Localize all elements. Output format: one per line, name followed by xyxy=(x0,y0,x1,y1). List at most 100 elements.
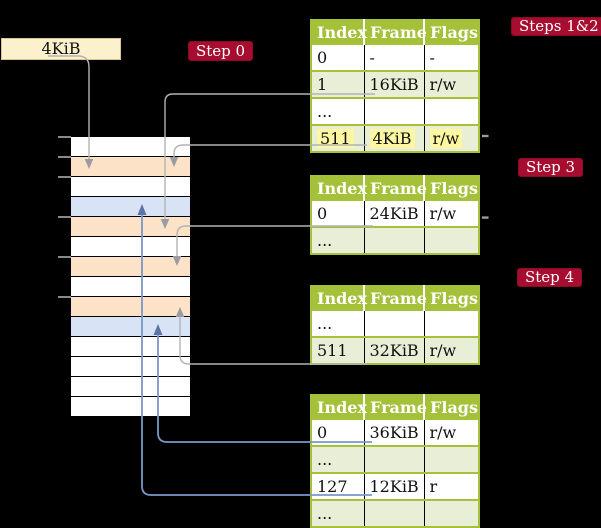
cell-frame: 36KiB xyxy=(363,418,424,446)
cell-frame: 12KiB xyxy=(363,472,424,500)
cell-index: 127 xyxy=(311,472,364,500)
cell-frame xyxy=(363,309,424,337)
cell-flags xyxy=(423,97,479,125)
memory-frame-row-blue xyxy=(71,317,190,337)
table-header-row: Index Frame Flags xyxy=(311,286,479,310)
column-header-flags: Flags xyxy=(423,286,479,310)
table-row: ... xyxy=(311,499,479,527)
level-1-page-table: Index Frame Flags 0 36KiB r/w ... 127 12… xyxy=(310,394,480,528)
table-row: ... xyxy=(311,309,479,337)
cell-index: ... xyxy=(311,309,364,337)
badge-step-0: Step 0 xyxy=(188,41,254,61)
column-header-frame: Frame xyxy=(363,286,427,310)
table-row: ... xyxy=(311,226,479,254)
memory-address-tick xyxy=(58,156,71,158)
memory-address-tick xyxy=(58,136,71,138)
cell-frame xyxy=(363,499,424,527)
cell-index: 511 xyxy=(311,124,364,152)
badge-steps-1-2: Steps 1&2 xyxy=(511,17,601,36)
memory-frame-row-white xyxy=(71,397,190,417)
cell-frame: 16KiB xyxy=(363,70,424,98)
memory-frame-row-white xyxy=(71,277,190,297)
cell-flags: r xyxy=(423,472,479,500)
cell-flags: r/w xyxy=(423,199,479,227)
memory-frame-row-peach xyxy=(71,157,190,177)
cell-index: 0 xyxy=(311,418,364,446)
cell-flags: r/w xyxy=(423,70,479,98)
memory-address-tick xyxy=(58,296,71,298)
column-header-flags: Flags xyxy=(423,20,479,44)
connector-stub xyxy=(482,134,489,138)
memory-address-tick xyxy=(58,176,71,178)
highlight-mark: 4KiB xyxy=(369,129,415,148)
cell-frame xyxy=(363,226,424,254)
cell-frame xyxy=(363,97,424,125)
cell-flags xyxy=(423,499,479,527)
cell-flags: - xyxy=(423,43,479,71)
table-row-highlighted: 511 4KiB r/w xyxy=(311,124,479,152)
table-header-row: Index Frame Flags xyxy=(311,395,479,419)
connector-stub xyxy=(482,216,489,219)
column-header-frame: Frame xyxy=(363,176,427,200)
column-header-frame: Frame xyxy=(363,20,427,44)
memory-frame-row-white xyxy=(71,377,190,397)
table-row: 0 24KiB r/w xyxy=(311,199,479,227)
column-header-frame: Frame xyxy=(363,395,427,419)
level-4-page-table: Index Frame Flags 0 - - 1 16KiB r/w ... … xyxy=(310,19,480,153)
memory-frame-row-peach xyxy=(71,257,190,277)
cell-frame: 4KiB xyxy=(363,124,424,152)
memory-frame-row-peach xyxy=(71,297,190,317)
cell-flags: r/w xyxy=(423,336,479,364)
memory-frame-row-peach xyxy=(71,217,190,237)
cell-index: ... xyxy=(311,499,364,527)
memory-frame-row-white xyxy=(71,137,190,157)
level-2-page-table: Index Frame Flags ... 511 32KiB r/w xyxy=(310,285,480,365)
column-header-index: Index xyxy=(311,286,367,310)
cell-index: 1 xyxy=(311,70,364,98)
table-header-row: Index Frame Flags xyxy=(311,20,479,44)
memory-frame-row-blue xyxy=(71,197,190,217)
memory-address-tick xyxy=(58,216,71,218)
memory-frame-row-white xyxy=(71,237,190,257)
column-header-index: Index xyxy=(311,20,367,44)
frame-address-label: 4KiB xyxy=(41,39,81,58)
cell-frame xyxy=(363,445,424,473)
table-row: 0 - - xyxy=(311,43,479,71)
cell-flags xyxy=(423,445,479,473)
table-row: ... xyxy=(311,97,479,125)
table-row: 127 12KiB r xyxy=(311,472,479,500)
cell-index: 0 xyxy=(311,43,364,71)
frame-address-box: 4KiB xyxy=(1,38,121,60)
memory-frame-row-white xyxy=(71,337,190,357)
cell-flags: r/w xyxy=(423,418,479,446)
memory-address-tick xyxy=(58,256,71,258)
cell-flags xyxy=(423,226,479,254)
column-header-flags: Flags xyxy=(423,176,479,200)
column-header-flags: Flags xyxy=(423,395,479,419)
level-3-page-table: Index Frame Flags 0 24KiB r/w ... xyxy=(310,175,480,255)
table-row: 0 36KiB r/w xyxy=(311,418,479,446)
cell-index: 0 xyxy=(311,199,364,227)
cell-index: 511 xyxy=(311,336,364,364)
table-row: ... xyxy=(311,445,479,473)
cell-frame: 32KiB xyxy=(363,336,424,364)
badge-step-4: Step 4 xyxy=(517,268,583,287)
badge-step-3: Step 3 xyxy=(518,158,584,177)
column-header-index: Index xyxy=(311,176,367,200)
highlight-mark: 511 xyxy=(317,129,354,148)
table-row: 511 32KiB r/w xyxy=(311,336,479,364)
cell-index: ... xyxy=(311,97,364,125)
table-header-row: Index Frame Flags xyxy=(311,176,479,200)
cell-frame: 24KiB xyxy=(363,199,424,227)
memory-frame-row-white xyxy=(71,177,190,197)
cell-flags: r/w xyxy=(423,124,479,152)
memory-frame-row-white xyxy=(71,357,190,377)
highlight-mark: r/w xyxy=(429,129,463,148)
column-header-index: Index xyxy=(311,395,367,419)
cell-frame: - xyxy=(363,43,424,71)
cell-index: ... xyxy=(311,226,364,254)
cell-flags xyxy=(423,309,479,337)
table-row: 1 16KiB r/w xyxy=(311,70,479,98)
cell-index: ... xyxy=(311,445,364,473)
